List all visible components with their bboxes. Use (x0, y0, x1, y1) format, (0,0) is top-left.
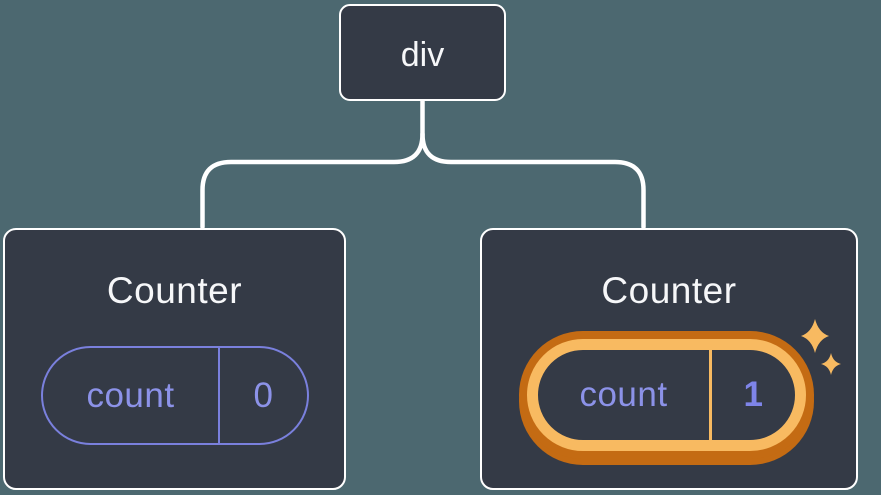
counter-node-right: Counter count 1 (480, 228, 858, 490)
state-key-label: count (538, 350, 712, 440)
component-title-left: Counter (106, 270, 243, 311)
state-badge-highlighted: count 1 (527, 339, 806, 451)
state-value-label: 0 (253, 375, 274, 415)
sparkles-icon (801, 319, 841, 375)
connector-right-branch (420, 131, 646, 230)
sparkle-large (801, 319, 829, 353)
root-node-label: div (400, 35, 445, 74)
state-badge-left: count 0 (41, 346, 309, 445)
component-title-right: Counter (601, 270, 737, 311)
counter-node-left: Counter count 0 (3, 228, 346, 490)
connector-left-branch (200, 97, 425, 230)
state-key-label: count (43, 348, 220, 443)
sparkle-small (821, 353, 841, 375)
state-value-label: 1 (743, 375, 764, 414)
root-node: div (339, 4, 506, 101)
